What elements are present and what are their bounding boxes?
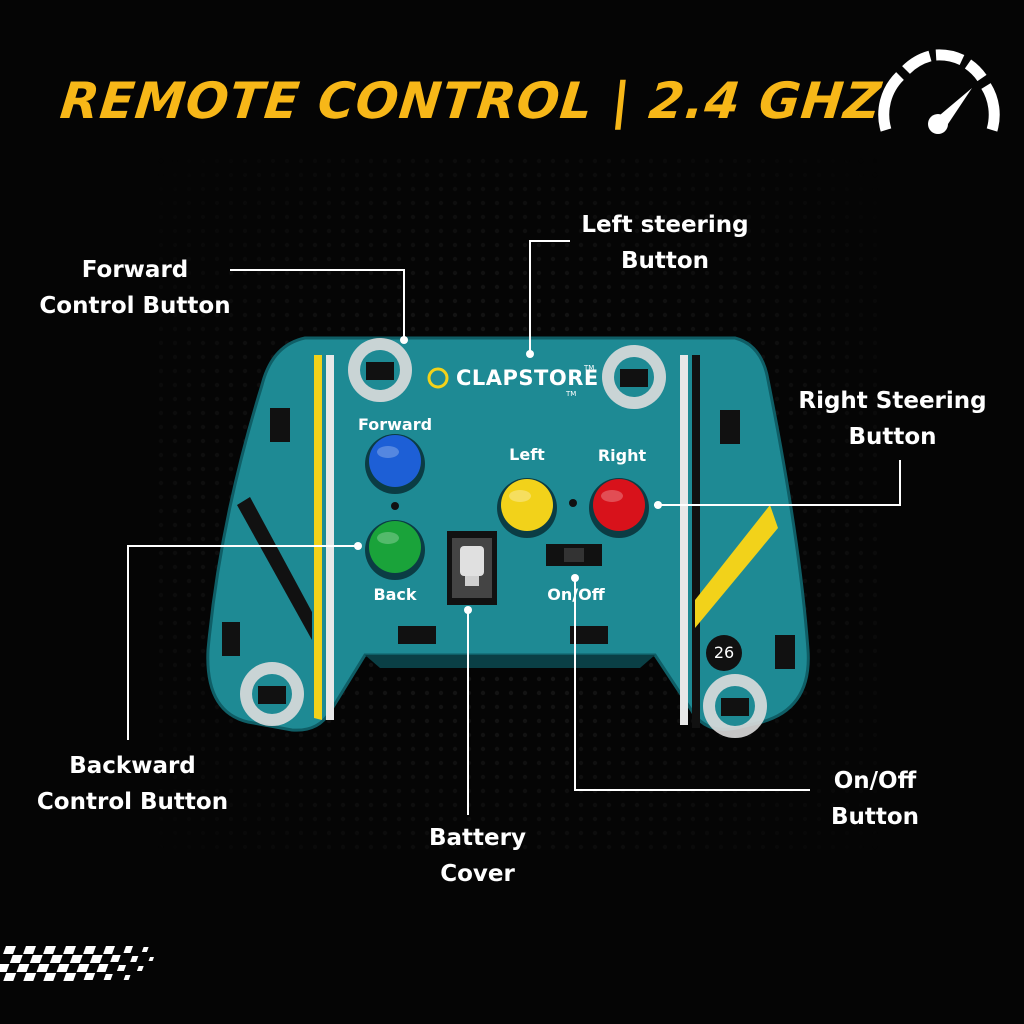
callout-forward-control: Forward Control Button [39,257,231,319]
on-off-switch-label: On/Off [547,585,605,604]
checkered-flag-icon [0,946,154,981]
battery-cover[interactable] [447,531,497,605]
on-off-switch-graphic [546,544,602,566]
callout-right-steering: Right Steering Button [798,388,987,450]
right-button[interactable] [593,479,645,531]
callout-battery-cover: Battery Cover [429,825,526,887]
corner-bumper [348,338,412,402]
left-button-graphic [497,478,557,538]
forward-button[interactable] [369,435,421,487]
callout-left-steering: Left steering Button [581,212,749,274]
callout-on-off: On/Off Button [830,768,920,830]
controller [206,336,810,738]
back-button-label: Back [373,585,417,604]
page-title: REMOTE CONTROL | 2.4 GHZ [57,72,885,130]
callout-backward-control: Backward Control Button [36,753,229,815]
badge-number: 26 [713,643,735,662]
left-button-label: Left [509,445,545,464]
back-button[interactable] [369,521,421,573]
corner-bumper [602,345,666,409]
right-button-graphic [589,478,649,538]
corner-bumper [703,674,767,738]
forward-button-label: Forward [357,415,433,434]
forward-button-graphic [365,434,425,494]
left-button[interactable] [501,479,553,531]
brand-name: CLAPSTORE [456,366,599,390]
back-button-graphic [365,520,425,580]
corner-bumper [240,662,304,726]
leader-lines [127,240,901,815]
trademark-symbol: TM [584,364,595,372]
trademark-symbol-small: TM [566,390,577,398]
right-button-label: Right [597,446,647,465]
brand-logo-icon [427,367,449,389]
battery-cover-graphic [447,531,497,605]
speedometer-icon [878,49,1000,134]
on-off-switch[interactable] [546,544,602,566]
